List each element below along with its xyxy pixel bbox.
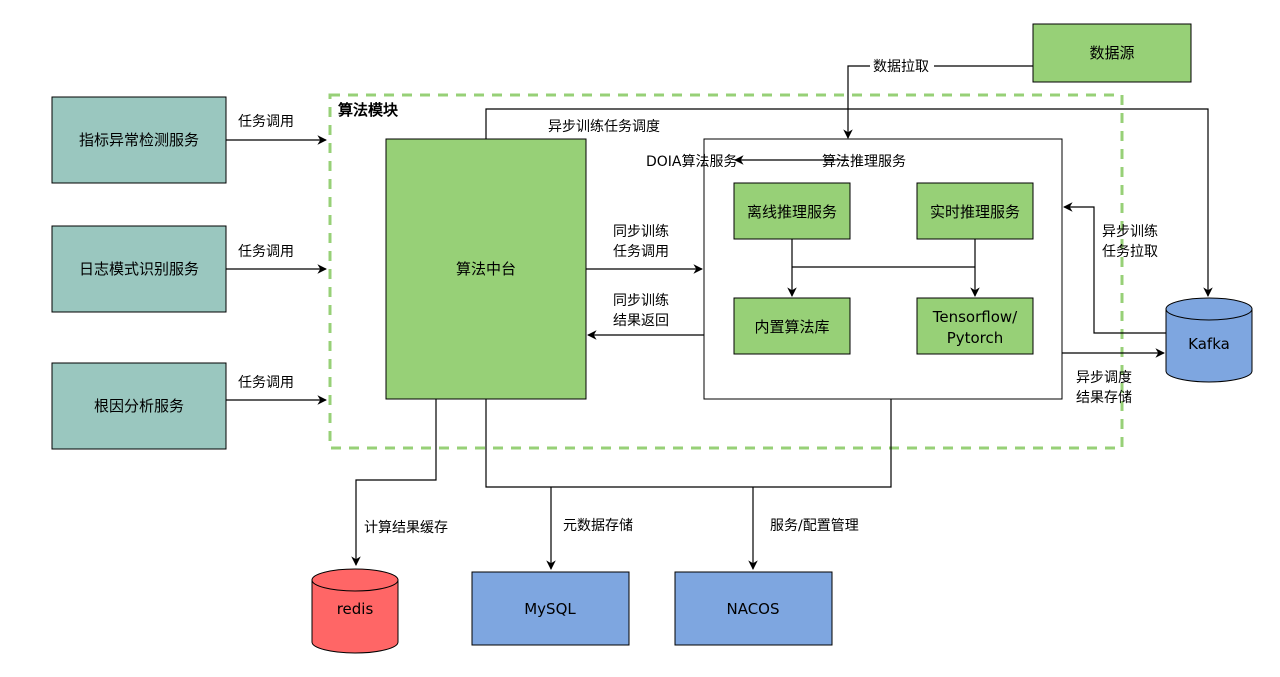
- edge-label-sync-result-1: 同步训练: [613, 293, 669, 309]
- client-root-cause-label: 根因分析服务: [94, 397, 184, 415]
- data-source-label: 数据源: [1089, 44, 1134, 62]
- framework-label-1: Tensorflow/: [932, 308, 1018, 326]
- nacos[interactable]: NACOS: [674, 571, 833, 646]
- offline-inference-label: 离线推理服务: [747, 203, 837, 221]
- algo-platform[interactable]: 算法中台: [385, 138, 587, 400]
- edge-label-async-store-1: 异步调度: [1076, 370, 1132, 386]
- edge-label-async-store-2: 结果存储: [1076, 390, 1132, 406]
- edge-bottom-bus: [485, 399, 892, 488]
- edge-async-task-pull: [1063, 202, 1166, 334]
- framework[interactable]: Tensorflow/ Pytorch: [916, 297, 1034, 355]
- mysql[interactable]: MySQL: [471, 571, 630, 646]
- edge-label-cache: 计算结果缓存: [364, 520, 448, 536]
- edge-label-metadata: 元数据存储: [563, 518, 633, 534]
- realtime-inference-label: 实时推理服务: [930, 203, 1020, 221]
- offline-inference[interactable]: 离线推理服务: [733, 182, 851, 240]
- mysql-label: MySQL: [524, 600, 576, 618]
- client-indicator[interactable]: 指标异常检测服务: [51, 96, 227, 184]
- edge-label-task-call-2: 任务调用: [238, 244, 294, 260]
- realtime-inference[interactable]: 实时推理服务: [916, 182, 1034, 240]
- data-source[interactable]: 数据源: [1032, 23, 1192, 83]
- edge-label-data-pull: 数据拉取: [873, 59, 929, 75]
- redis[interactable]: redis: [311, 568, 399, 654]
- doia-service-title: DOIA算法服务: [646, 154, 738, 170]
- edge-async-train-dispatch: [485, 108, 1213, 297]
- algo-module-container: [328, 93, 1124, 450]
- edge-label-config: 服务/配置管理: [770, 518, 859, 534]
- edge-label-sync-train-2: 任务调用: [613, 244, 669, 260]
- edge-label-async-pull-2: 任务拉取: [1102, 244, 1158, 260]
- nacos-label: NACOS: [726, 600, 779, 618]
- edge-label-sync-train-1: 同步训练: [613, 224, 669, 240]
- edge-data-pull: [843, 65, 1033, 139]
- client-root-cause[interactable]: 根因分析服务: [51, 362, 227, 450]
- redis-label: redis: [337, 600, 374, 618]
- client-indicator-label: 指标异常检测服务: [79, 131, 199, 149]
- builtin-algo-lib[interactable]: 内置算法库: [733, 297, 851, 355]
- edge-label-async-train-dispatch: 异步训练任务调度: [548, 119, 660, 135]
- edge-label-sync-result-2: 结果返回: [613, 313, 669, 329]
- framework-label-2: Pytorch: [947, 329, 1004, 347]
- doia-service-container: [703, 138, 1063, 400]
- kafka[interactable]: Kafka: [1165, 297, 1253, 383]
- edge-label-task-call-3: 任务调用: [238, 375, 294, 391]
- kafka-label: Kafka: [1188, 335, 1230, 353]
- edge-label-async-pull-1: 异步训练: [1102, 224, 1158, 240]
- inference-service-title: 算法推理服务: [822, 154, 906, 170]
- builtin-algo-lib-label: 内置算法库: [754, 318, 829, 336]
- edge-label-task-call-1: 任务调用: [238, 114, 294, 130]
- client-log-label: 日志模式识别服务: [79, 260, 199, 278]
- client-log[interactable]: 日志模式识别服务: [51, 225, 227, 313]
- algo-platform-label: 算法中台: [456, 260, 516, 278]
- edge-cache: [351, 399, 437, 566]
- algo-module-title: 算法模块: [338, 101, 399, 119]
